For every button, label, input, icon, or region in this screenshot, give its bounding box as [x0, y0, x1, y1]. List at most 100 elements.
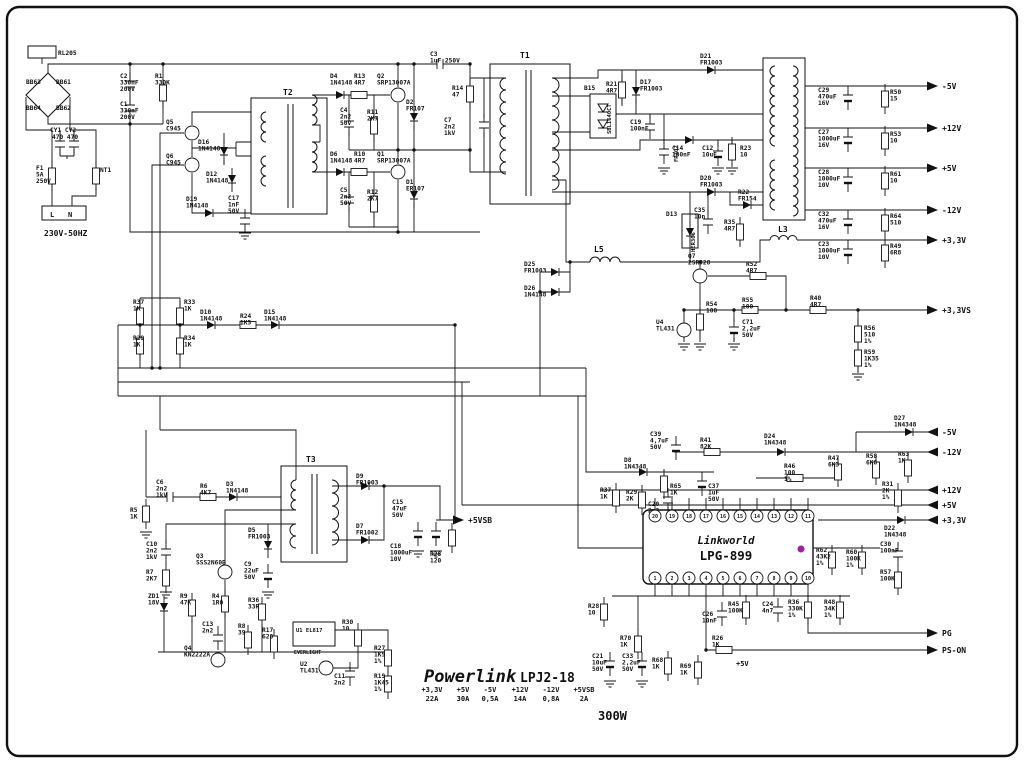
- symbol-stroke: [239, 232, 251, 240]
- resistor-icon: [384, 649, 392, 667]
- resistor-icon: [854, 349, 862, 367]
- diode-icon: [410, 191, 418, 199]
- rail-label: +3,3V: [942, 516, 966, 525]
- diode-icon: [686, 228, 694, 236]
- resistor-icon: [703, 448, 721, 456]
- resistor-icon: [159, 84, 167, 102]
- junction-dot: [178, 323, 182, 327]
- resistor-icon: [742, 601, 750, 619]
- resistor-icon: [244, 631, 252, 649]
- resistor-icon: [894, 571, 902, 589]
- resistor-icon: [660, 475, 668, 493]
- relay-rl205: [27, 45, 57, 59]
- resistor-icon: [618, 81, 626, 99]
- output-choke-l2: [762, 57, 806, 221]
- component-label: 300W: [598, 709, 628, 723]
- diode-icon: [205, 209, 213, 217]
- resistor-icon: [881, 244, 889, 262]
- component-label: BB62: [56, 105, 71, 112]
- component-label: SBL1640CT: [607, 104, 613, 134]
- ic-pin-icon: [665, 571, 679, 585]
- component-label: 230V-50HZ: [44, 229, 88, 238]
- diode-icon: [361, 482, 369, 490]
- rail-label: +3,3V: [942, 236, 966, 245]
- symbol-stroke: [605, 652, 615, 676]
- diode-icon: [743, 201, 751, 209]
- symbol-stroke: [697, 472, 707, 496]
- resistor-icon: [664, 657, 672, 675]
- transformer-t3: [280, 465, 348, 563]
- ic-pin-icon: [801, 509, 815, 523]
- ic-pin-number: 15: [737, 514, 743, 520]
- component-label: +5V: [736, 660, 749, 668]
- diode-icon: [707, 188, 715, 196]
- diode-icon: [220, 147, 228, 155]
- component-label: T2: [283, 88, 293, 97]
- ic-pin-number: 20: [652, 514, 658, 520]
- rail-label: PG: [942, 629, 952, 638]
- rail-label: -5V: [942, 428, 957, 437]
- resistor-icon: [858, 551, 866, 569]
- ic-pin-number: 11: [805, 514, 811, 520]
- symbol-stroke: [726, 167, 738, 175]
- component-label: U1 EL817: [296, 628, 323, 634]
- rail-output-arrow-icon: [927, 205, 938, 215]
- resistor-icon: [48, 167, 56, 185]
- ic-pin-number: 19: [669, 514, 675, 520]
- junction-dot: [382, 484, 386, 488]
- ic-brand: Linkworld: [698, 535, 756, 547]
- diode-icon: [160, 603, 168, 611]
- inductor-l3: [769, 235, 798, 241]
- ic-pin-number: 13: [771, 514, 777, 520]
- symbol-stroke: [645, 115, 655, 139]
- rating-value: 0,8A: [543, 695, 561, 703]
- resistor-icon: [728, 143, 736, 161]
- symbol-stroke: [413, 522, 423, 546]
- symbol-stroke: [479, 113, 489, 137]
- transistor-icon: [318, 660, 334, 676]
- resistor-icon: [834, 463, 842, 481]
- ac-connector: [41, 205, 87, 221]
- resistor-icon: [881, 90, 889, 108]
- junction-dot: [784, 308, 788, 312]
- ic-pin-icon: [767, 509, 781, 523]
- resistor-icon: [162, 569, 170, 587]
- rail-label: -12V: [942, 206, 961, 215]
- component-label: BB64: [26, 105, 41, 112]
- rail-output-arrow-icon: [453, 515, 464, 525]
- component-label: Powerlink: [424, 667, 517, 687]
- rail-output-arrow-icon: [927, 235, 938, 245]
- rating-header: -5V: [484, 686, 497, 694]
- ic-pin-number: 5: [721, 576, 724, 582]
- ic-pin-icon: [767, 571, 781, 585]
